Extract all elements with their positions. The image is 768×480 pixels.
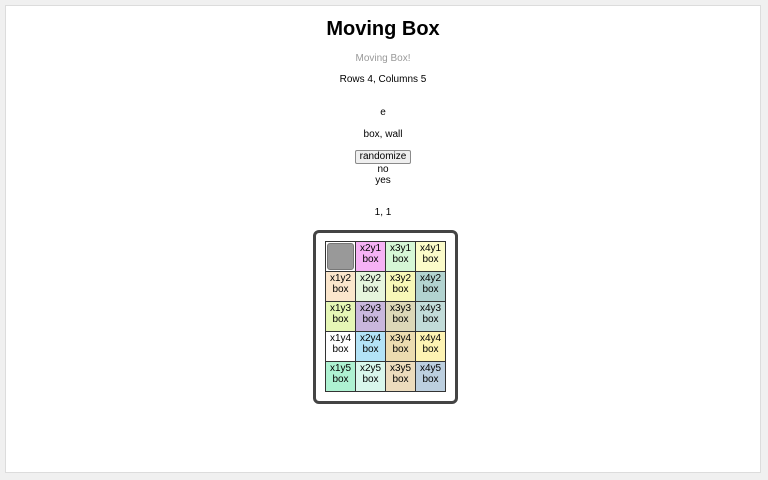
cell-coord-label: x4y2 [419, 273, 442, 284]
cell-type-label: box [422, 344, 439, 355]
randomize-button[interactable]: randomize [354, 150, 412, 164]
cell-player[interactable] [326, 242, 356, 272]
cell-coord-label: x4y1 [419, 243, 442, 254]
cell-coord-label: x1y3 [329, 303, 352, 314]
page-title: Moving Box [326, 18, 440, 40]
cell-types: box, wall [363, 129, 403, 140]
cell-coord-label: x1y4 [329, 333, 352, 344]
subtitle: Moving Box! [355, 53, 411, 64]
cell-type-label: box [362, 344, 379, 355]
cell-type-label: box [392, 254, 409, 265]
cell-type-label: box [392, 314, 409, 325]
cell-coord-label: x2y2 [359, 273, 382, 284]
option-no: no [377, 164, 389, 175]
cell-coord-label: x3y3 [389, 303, 412, 314]
randomize-wrap: randomize [6, 150, 760, 164]
cell-coord-label: x3y5 [389, 363, 412, 374]
cell-coord-label: x1y5 [329, 363, 352, 374]
cell-type-label: box [422, 314, 439, 325]
cell-type-label: box [332, 344, 349, 355]
moving-box-player [327, 243, 354, 270]
option-yes: yes [375, 175, 391, 186]
cell-coord-label: x3y4 [389, 333, 412, 344]
cell-type-label: box [422, 254, 439, 265]
cell-coord-label: x4y3 [419, 303, 442, 314]
cell-type-label: box [362, 314, 379, 325]
cell-type-label: box [362, 284, 379, 295]
last-key: e [380, 107, 386, 118]
cell-coord-label: x3y1 [389, 243, 412, 254]
cell-type-label: box [362, 254, 379, 265]
cell-type-label: box [392, 374, 409, 385]
cell-type-label: box [392, 284, 409, 295]
cell-type-label: box [422, 284, 439, 295]
cell-coord-label: x4y4 [419, 333, 442, 344]
cell-type-label: box [332, 284, 349, 295]
cell-type-label: box [422, 374, 439, 385]
page-panel: Moving Box Moving Box! Rows 4, Columns 5… [5, 5, 761, 473]
grid-dimensions: Rows 4, Columns 5 [339, 74, 427, 85]
position-readout: 1, 1 [374, 207, 392, 218]
cell-coord-label: x1y2 [329, 273, 352, 284]
cell-type-label: box [392, 344, 409, 355]
cell-type-label: box [362, 374, 379, 385]
cell-coord-label: x3y2 [389, 273, 412, 284]
cell-coord-label: x2y5 [359, 363, 382, 374]
cell-coord-label: x2y3 [359, 303, 382, 314]
cell-type-label: box [332, 314, 349, 325]
cell-coord-label: x2y4 [359, 333, 382, 344]
cell-coord-label: x4y5 [419, 363, 442, 374]
cell-type-label: box [332, 374, 349, 385]
cell-coord-label: x2y1 [359, 243, 382, 254]
